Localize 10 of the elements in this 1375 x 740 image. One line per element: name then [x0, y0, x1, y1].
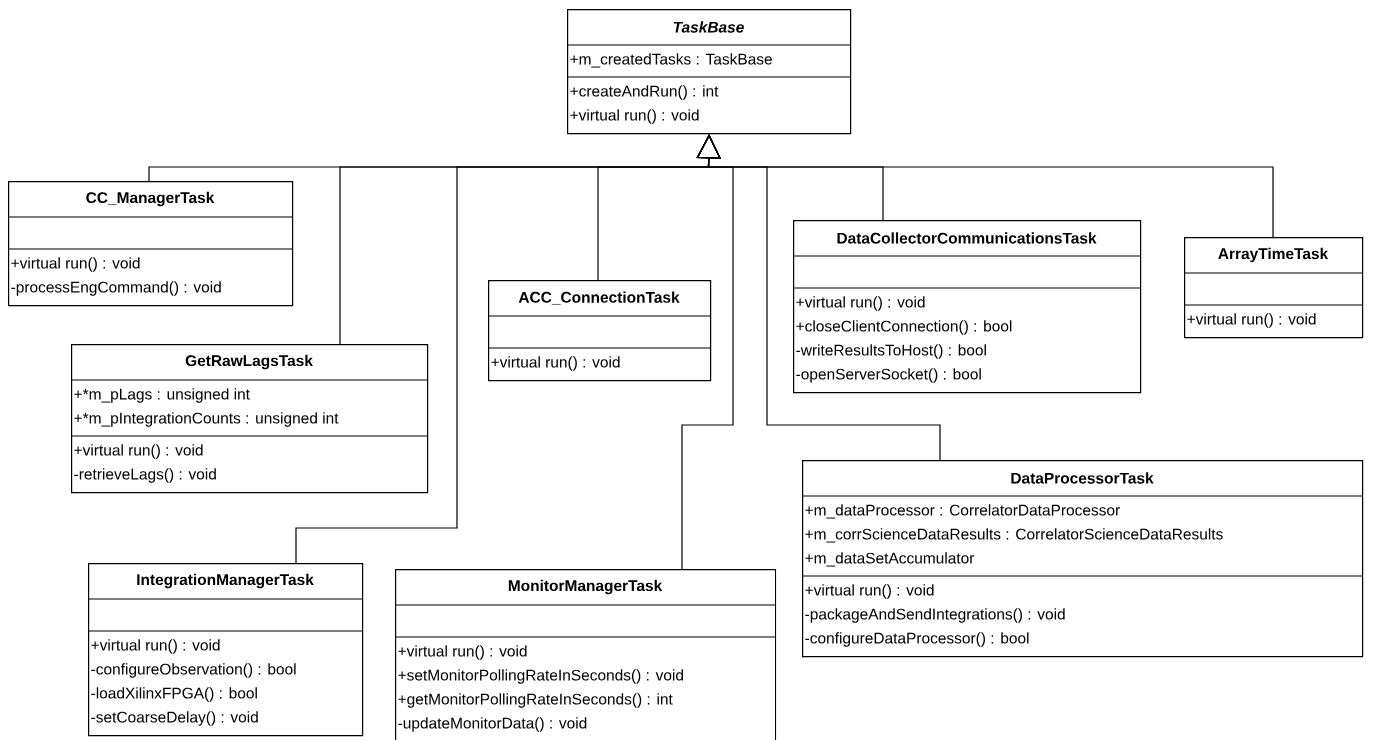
class-box: MonitorManagerTask +virtual run() : void +setMonitorPollingRateInSeconds() : void +getMonitorPollingRateInSeconds() : int -updateMonitorData() : void: [394, 569, 777, 740]
class-box: IntegrationManagerTask +virtual run() : void -configureObservation() : bool -loadXilinxFPGA() : bool -setCoarseDelay() : void: [87, 563, 364, 737]
class-box: DataProcessorTask +m_dataProcessor : CorrelatorDataProcessor +m_corrScienceDataResults : CorrelatorScienceDataResults +m_dataSetAccumulator +virtual run() : void -packageAndSendIntegrations() : void -configureDataProcessor() : bool: [801, 460, 1364, 658]
class-box: TaskBase +m_createdTasks : TaskBase +createAndRun() : int +virtual run() : void: [566, 9, 852, 135]
class-box: GetRawLagsTask +*m_pLags : unsigned int +*m_pIntegrationCounts : unsigned int +virtual run() : void -retrieveLags() : void: [70, 344, 429, 494]
class-box: CC_ManagerTask +virtual run() : void -processEngCommand() : void: [7, 181, 294, 307]
class-box: ArrayTimeTask +virtual run() : void: [1183, 237, 1364, 339]
class-box: DataCollectorCommunicationsTask +virtual run() : void +closeClientConnection() : bool -writeResultsToHost() : bool -openServerSocket() : bool: [792, 220, 1142, 394]
generalization-arrow: [681, 134, 734, 570]
class-box: ACC_ConnectionTask +virtual run() : void: [487, 280, 712, 382]
